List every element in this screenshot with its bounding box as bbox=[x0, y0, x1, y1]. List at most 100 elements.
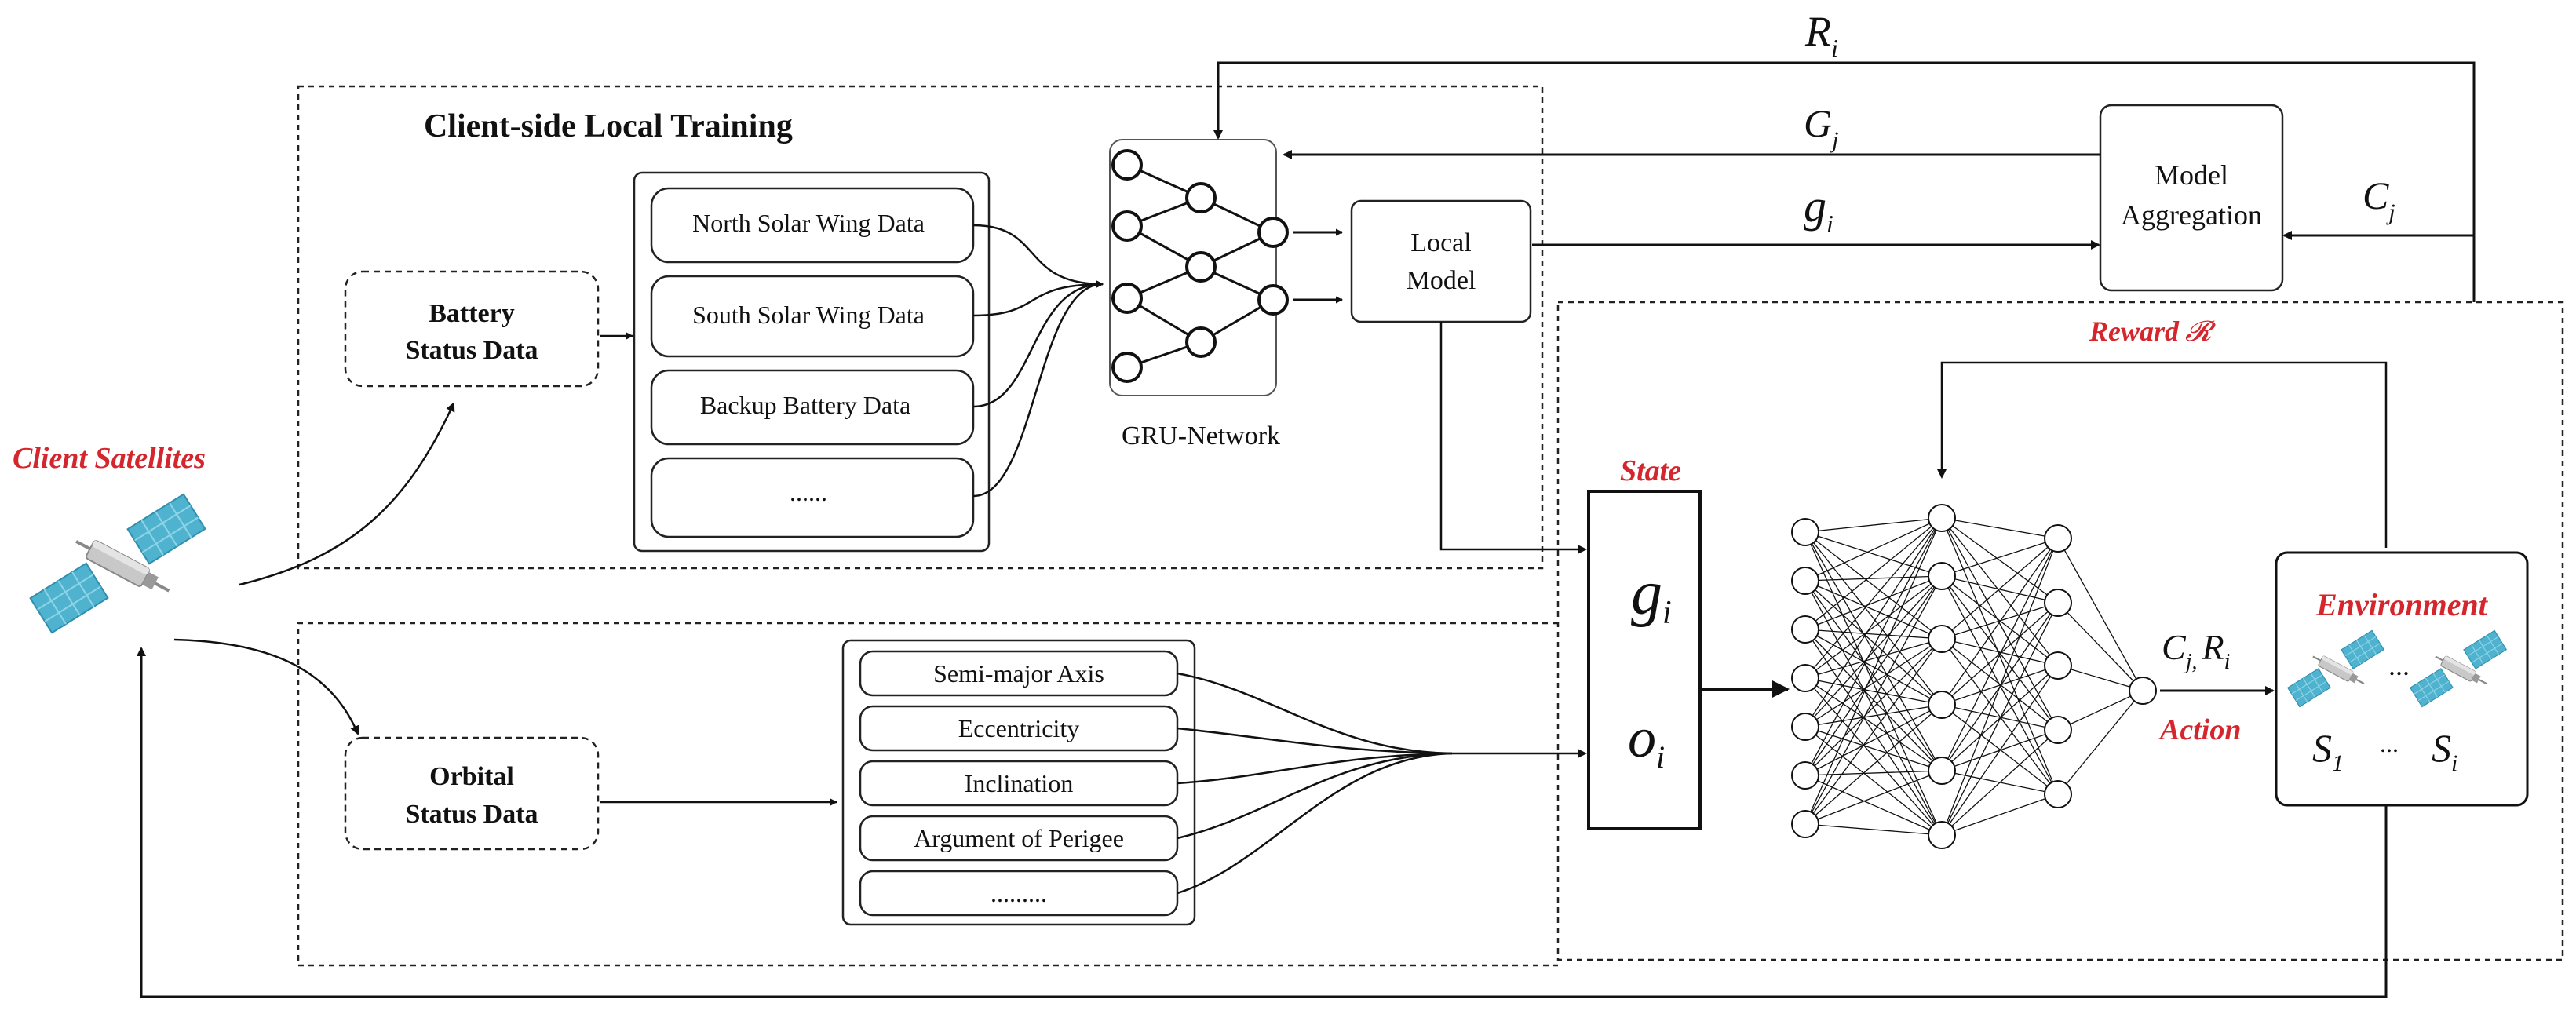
network-edge bbox=[1804, 575, 1943, 776]
network-edge bbox=[1804, 575, 1943, 679]
network-edge bbox=[1941, 638, 2059, 731]
client-satellites-label: Client Satellites bbox=[13, 442, 206, 475]
client-training-region bbox=[297, 85, 1544, 570]
network-node bbox=[2129, 677, 2157, 705]
gru-network-label: GRU-Network bbox=[1122, 421, 1280, 450]
network-node bbox=[2044, 589, 2072, 617]
state-label: State bbox=[1620, 454, 1681, 487]
network-edge bbox=[2057, 538, 2144, 691]
network-node bbox=[1928, 691, 1956, 719]
network-node bbox=[1791, 664, 1819, 692]
orbital-item-2: Eccentricity bbox=[958, 714, 1080, 742]
network-edge bbox=[1941, 575, 2059, 731]
network-edge bbox=[1804, 517, 1943, 630]
environment-dots: ... bbox=[2388, 650, 2410, 681]
model-aggregation-box bbox=[2099, 104, 2284, 292]
network-edge bbox=[1804, 531, 1943, 706]
network-edge bbox=[1804, 704, 1943, 728]
network-edge bbox=[1804, 531, 1943, 836]
network-edge bbox=[1941, 517, 2059, 795]
network-edge bbox=[1804, 629, 1943, 640]
orbital-item-1: Semi-major Axis bbox=[933, 659, 1104, 688]
satellite-to-battery-arrow bbox=[239, 402, 455, 586]
network-edge bbox=[1804, 517, 1943, 582]
drl-region bbox=[1556, 301, 2564, 961]
orbital-region bbox=[297, 622, 1558, 967]
local-model-to-state-arrow bbox=[1439, 322, 1587, 554]
network-edge bbox=[1804, 638, 1943, 776]
network-edge bbox=[1941, 538, 2059, 771]
local-model-box bbox=[1350, 199, 1532, 323]
network-edge bbox=[1941, 517, 2059, 666]
orbital-status-line2: Status Data bbox=[405, 800, 538, 829]
network-edge bbox=[1804, 638, 1943, 825]
network-node bbox=[1791, 761, 1819, 790]
network-edge bbox=[1941, 729, 2059, 836]
environment-s1: S1 bbox=[2312, 726, 2344, 776]
network-edge bbox=[2057, 690, 2144, 731]
network-edge bbox=[1804, 517, 1943, 533]
network-edge bbox=[1804, 575, 1943, 630]
reward-feedback-arrow bbox=[1213, 61, 2476, 298]
orbital-item-4: Argument of Perigee bbox=[914, 824, 1124, 852]
battery-data-list bbox=[633, 171, 991, 553]
network-edge bbox=[1804, 770, 1943, 776]
network-edge bbox=[1941, 665, 2059, 706]
network-edge bbox=[1941, 638, 2059, 795]
network-edge bbox=[1941, 517, 2059, 539]
orbital-item-5: ......... bbox=[991, 879, 1047, 907]
orbital-to-state-curves bbox=[1177, 672, 1587, 895]
network-edge bbox=[1804, 517, 1943, 679]
environment-to-satellites-arrow bbox=[137, 647, 2388, 998]
battery-item-2: South Solar Wing Data bbox=[692, 301, 925, 329]
network-edge bbox=[1804, 638, 1943, 679]
signal-R: Ri bbox=[1804, 8, 1838, 62]
battery-status-line2: Status Data bbox=[405, 336, 538, 365]
network-edge bbox=[1804, 677, 1943, 706]
signal-G: Gj bbox=[1804, 101, 1838, 153]
battery-item-1: North Solar Wing Data bbox=[692, 209, 925, 237]
state-box bbox=[1587, 490, 1702, 830]
gru-network bbox=[1109, 139, 1343, 396]
network-edge bbox=[1804, 517, 1943, 728]
environment-s-dots: ... bbox=[2380, 729, 2399, 757]
network-edge bbox=[1804, 531, 1943, 577]
orbital-status-line1: Orbital bbox=[429, 762, 514, 791]
network-edge bbox=[1804, 531, 1943, 640]
battery-item-3: Backup Battery Data bbox=[700, 391, 910, 419]
network-edge bbox=[1941, 575, 2059, 604]
network-edge bbox=[1941, 665, 2059, 836]
signal-g: gi bbox=[1804, 181, 1833, 238]
state-g: gi bbox=[1631, 559, 1672, 631]
network-edge bbox=[1804, 575, 1943, 582]
network-edge bbox=[1941, 793, 2059, 836]
client-training-title: Client-side Local Training bbox=[424, 108, 793, 144]
network-node bbox=[1791, 518, 1819, 546]
action-values: Cj,Ri bbox=[2162, 627, 2230, 674]
network-edge bbox=[1804, 775, 1943, 836]
list-item bbox=[650, 457, 975, 538]
network-node bbox=[2044, 651, 2072, 680]
network-edge bbox=[1941, 538, 2059, 836]
aggregation-line2: Aggregation bbox=[2121, 199, 2262, 231]
network-edge bbox=[1941, 538, 2059, 640]
environment-si: Si bbox=[2432, 726, 2457, 776]
network-node bbox=[1928, 625, 1956, 653]
signal-C: Cj bbox=[2363, 173, 2395, 225]
network-edge bbox=[1941, 602, 2059, 836]
orbital-item-3: Inclination bbox=[965, 769, 1074, 797]
network-edge bbox=[1804, 575, 1943, 728]
network-node bbox=[1928, 821, 1956, 849]
satellite-to-orbital-arrow bbox=[173, 638, 359, 735]
local-model-line1: Local bbox=[1410, 228, 1471, 257]
network-edge bbox=[1804, 517, 1943, 825]
network-edge bbox=[2057, 665, 2144, 691]
network-edge bbox=[1804, 704, 1943, 825]
network-node bbox=[1928, 562, 1956, 590]
action-label: Action bbox=[2158, 713, 2241, 746]
client-selection-arrow bbox=[2282, 231, 2476, 302]
orbital-status-box bbox=[344, 736, 600, 851]
network-edge bbox=[1804, 726, 1943, 836]
